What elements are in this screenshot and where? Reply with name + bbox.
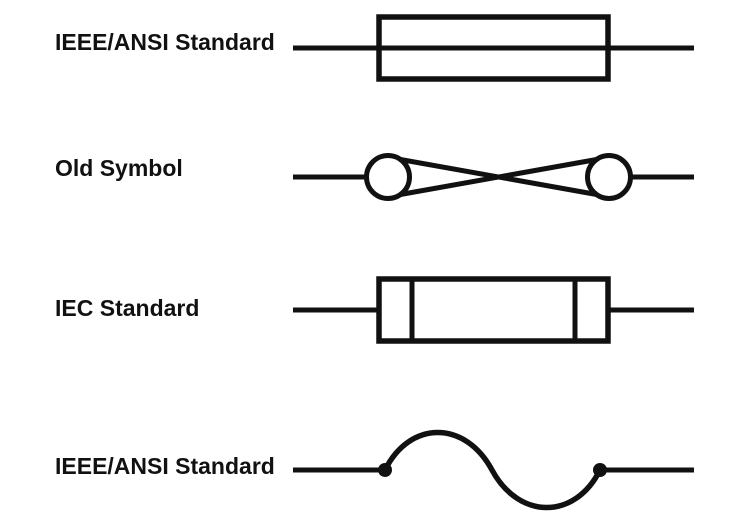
row-4-s-curve bbox=[382, 429, 603, 511]
row-4-junction-dot-right bbox=[593, 463, 607, 477]
fuse-cartridge-box-symbol-icon bbox=[293, 14, 694, 82]
row-3-fuse-body-rect bbox=[376, 276, 611, 344]
row-3-label: IEC Standard bbox=[55, 295, 200, 321]
row-2-label: Old Symbol bbox=[55, 155, 183, 181]
fuse-box-end-bands-symbol-icon bbox=[293, 276, 694, 344]
row-2-terminal-circle-right bbox=[585, 153, 633, 201]
fuse-s-curve-symbol-icon bbox=[293, 429, 694, 511]
row-4-label: IEEE/ANSI Standard bbox=[55, 453, 275, 479]
fuse-crossed-lines-circles-symbol-icon bbox=[293, 153, 694, 201]
row-2-cross-line-up bbox=[389, 155, 608, 199]
row-1-label: IEEE/ANSI Standard bbox=[55, 29, 275, 55]
row-4-junction-dot-left bbox=[378, 463, 392, 477]
row-2-terminal-circle-left bbox=[364, 153, 412, 201]
